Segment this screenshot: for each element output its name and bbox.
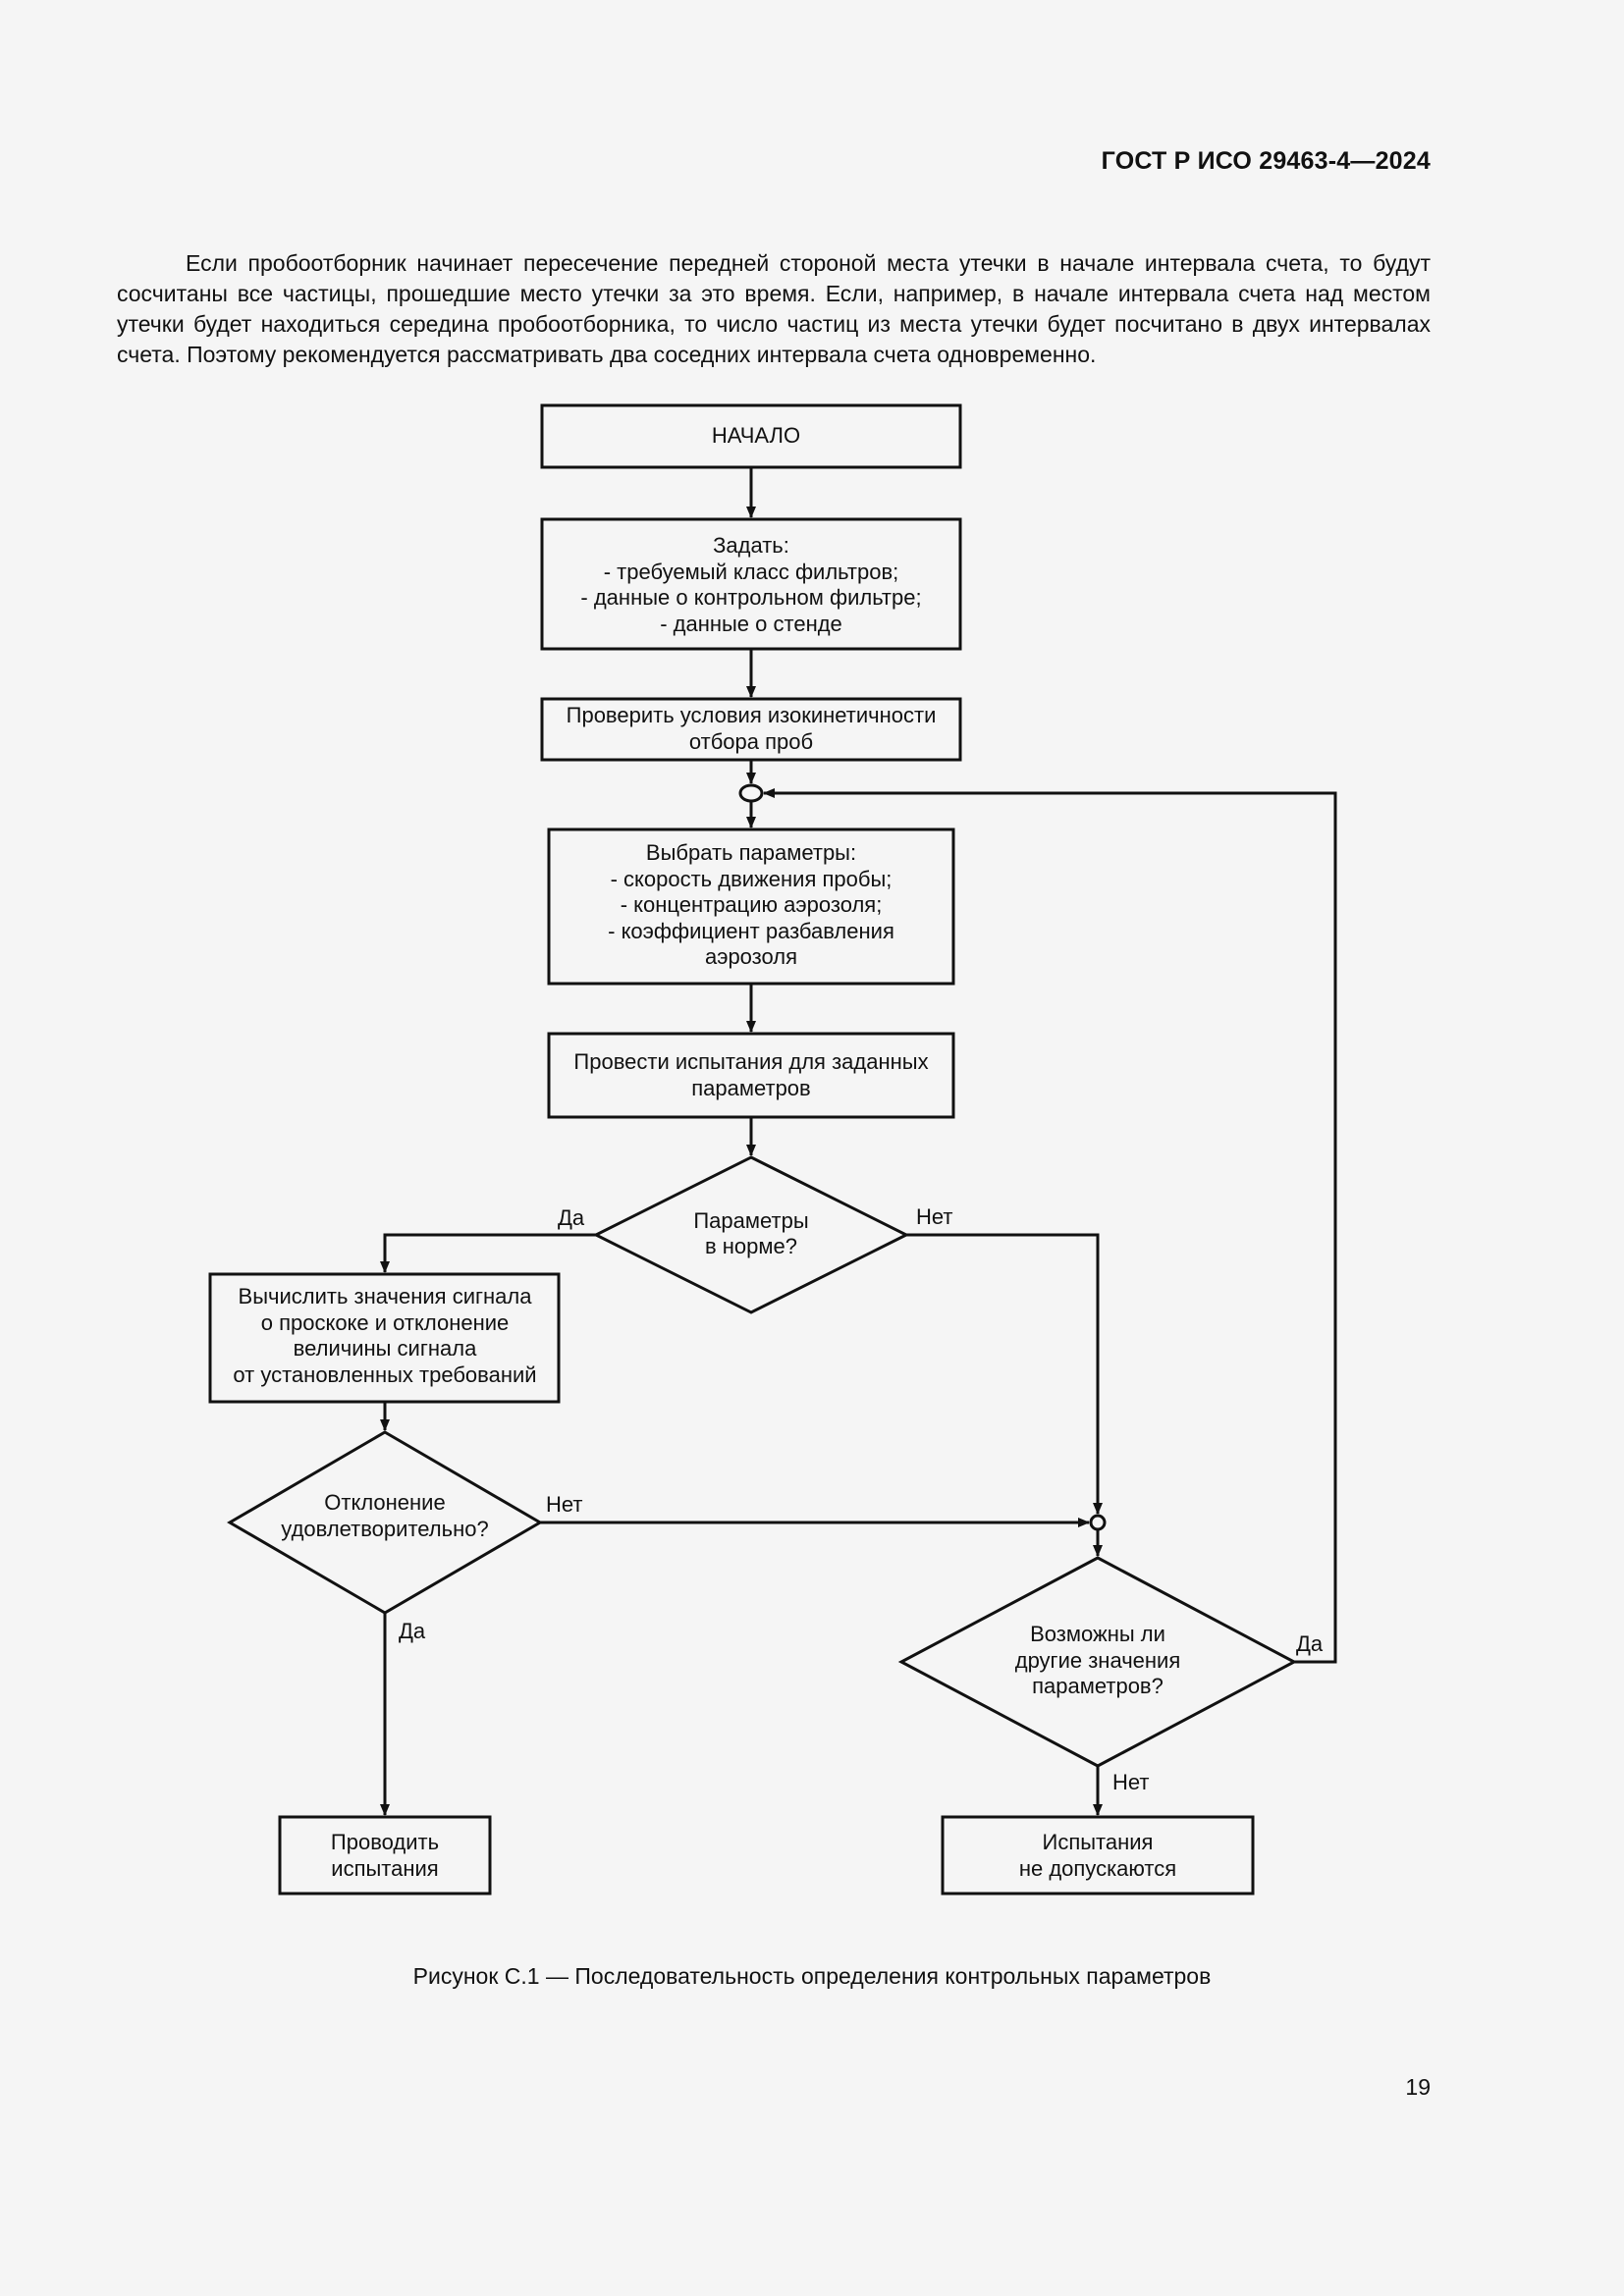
compute-signal-line-4: от установленных требований — [233, 1362, 536, 1387]
select-params-line-1: Выбрать параметры: — [646, 840, 856, 865]
set-params-line-4: - данные о стенде — [660, 612, 842, 636]
set-params-line-3: - данные о контрольном фильтре; — [580, 585, 921, 610]
svg-text:- концентрацию аэрозоля;: - концентрацию аэрозоля; — [621, 892, 883, 917]
figure-caption: Рисунок С.1 — Последовательность определ… — [412, 1963, 1212, 1989]
run-tests-line-2: параметров — [691, 1076, 810, 1100]
svg-text:Да: Да — [1296, 1631, 1324, 1656]
svg-text:Параметры: Параметры — [693, 1208, 808, 1233]
other-params-line-1: Возможны ли — [1030, 1622, 1165, 1646]
check-iso-line-1: Проверить условия изокинетичности — [567, 703, 937, 727]
svg-text:- данные о контрольном фильтре: - данные о контрольном фильтре; — [580, 585, 921, 610]
branch-label-yes-deviation: Да — [399, 1619, 426, 1643]
other-params-line-2: другие значения — [1015, 1648, 1181, 1673]
svg-text:Возможны ли: Возможны ли — [1030, 1622, 1165, 1646]
svg-text:другие значения: другие значения — [1015, 1648, 1181, 1673]
page-number: 19 — [1405, 2074, 1431, 2100]
select-params-line-2: - скорость движения пробы; — [611, 867, 893, 891]
tests-not-allowed-line-2: не допускаются — [1019, 1856, 1176, 1881]
tests-not-allowed-box — [941, 1815, 1255, 1896]
run-tests-line-1: Провести испытания для заданных — [573, 1049, 928, 1074]
svg-text:- данные о стенде: - данные о стенде — [660, 612, 842, 636]
merge-connector-top — [738, 783, 764, 803]
svg-text:Да: Да — [558, 1205, 585, 1230]
svg-text:Задать:: Задать: — [713, 533, 789, 558]
set-params-line-2: - требуемый класс фильтров; — [604, 560, 899, 584]
deviation-ok-line-2: удовлетворительно? — [281, 1517, 488, 1541]
svg-text:Да: Да — [399, 1619, 426, 1643]
merge-connector-right — [1089, 1514, 1107, 1531]
branch-label-no-deviation: Нет — [546, 1492, 582, 1517]
svg-text:Нет: Нет — [546, 1492, 582, 1517]
deviation-ok-line-1: Отклонение — [324, 1490, 445, 1515]
svg-text:удовлетворительно?: удовлетворительно? — [281, 1517, 488, 1541]
svg-text:НАЧАЛО: НАЧАЛО — [712, 423, 800, 448]
svg-text:от установленных требований: от установленных требований — [233, 1362, 536, 1387]
svg-text:Проводить: Проводить — [331, 1830, 439, 1854]
branch-label-yes-params: Да — [558, 1205, 585, 1230]
svg-text:- требуемый класс фильтров;: - требуемый класс фильтров; — [604, 560, 899, 584]
start-label: НАЧАЛО — [712, 423, 800, 448]
svg-text:величины сигнала: величины сигнала — [294, 1336, 477, 1361]
params-ok-decision — [592, 1155, 910, 1314]
compute-signal-line-2: о проскоке и отклонение — [261, 1310, 510, 1335]
svg-text:параметров?: параметров? — [1032, 1674, 1164, 1698]
svg-text:параметров: параметров — [691, 1076, 810, 1100]
select-params-line-3: - концентрацию аэрозоля; — [621, 892, 883, 917]
set-params-line-1: Задать: — [713, 533, 789, 558]
select-params-line-5: аэрозоля — [705, 944, 797, 969]
svg-text:аэрозоля: аэрозоля — [705, 944, 797, 969]
svg-text:Вычислить значения сигнала: Вычислить значения сигнала — [239, 1284, 533, 1308]
svg-text:Нет: Нет — [916, 1204, 952, 1229]
conduct-tests-line-1: Проводить — [331, 1830, 439, 1854]
svg-text:Отклонение: Отклонение — [324, 1490, 445, 1515]
svg-text:о проскоке и отклонение: о проскоке и отклонение — [261, 1310, 510, 1335]
branch-label-no-params: Нет — [916, 1204, 952, 1229]
svg-text:- скорость движения пробы;: - скорость движения пробы; — [611, 867, 893, 891]
svg-text:Испытания: Испытания — [1043, 1830, 1154, 1854]
other-params-line-3: параметров? — [1032, 1674, 1164, 1698]
branch-label-no-other: Нет — [1112, 1770, 1149, 1794]
params-ok-line-2: в норме? — [705, 1234, 797, 1258]
svg-text:Нет: Нет — [1112, 1770, 1149, 1794]
conduct-tests-line-2: испытания — [331, 1856, 438, 1881]
compute-signal-line-1: Вычислить значения сигнала — [239, 1284, 533, 1308]
tests-not-allowed-line-1: Испытания — [1043, 1830, 1154, 1854]
svg-text:не допускаются: не допускаются — [1019, 1856, 1176, 1881]
params-ok-line-1: Параметры — [693, 1208, 808, 1233]
svg-text:отбора проб: отбора проб — [689, 729, 813, 754]
check-iso-line-2: отбора проб — [689, 729, 813, 754]
compute-signal-line-3: величины сигнала — [294, 1336, 477, 1361]
branch-label-yes-other: Да — [1296, 1631, 1324, 1656]
svg-text:Выбрать параметры:: Выбрать параметры: — [646, 840, 856, 865]
svg-text:Проверить условия изокинетично: Проверить условия изокинетичности — [567, 703, 937, 727]
svg-text:испытания: испытания — [331, 1856, 438, 1881]
svg-text:Провести испытания для заданны: Провести испытания для заданных — [573, 1049, 928, 1074]
body-paragraph: Если пробоотборник начинает пересечение … — [117, 250, 1431, 367]
svg-text:- коэффициент разбавления: - коэффициент разбавления — [608, 919, 894, 943]
select-params-line-4: - коэффициент разбавления — [608, 919, 894, 943]
document-code-header: ГОСТ Р ИСО 29463-4—2024 — [1101, 147, 1431, 175]
svg-text:в норме?: в норме? — [705, 1234, 797, 1258]
conduct-tests-box — [278, 1815, 492, 1896]
